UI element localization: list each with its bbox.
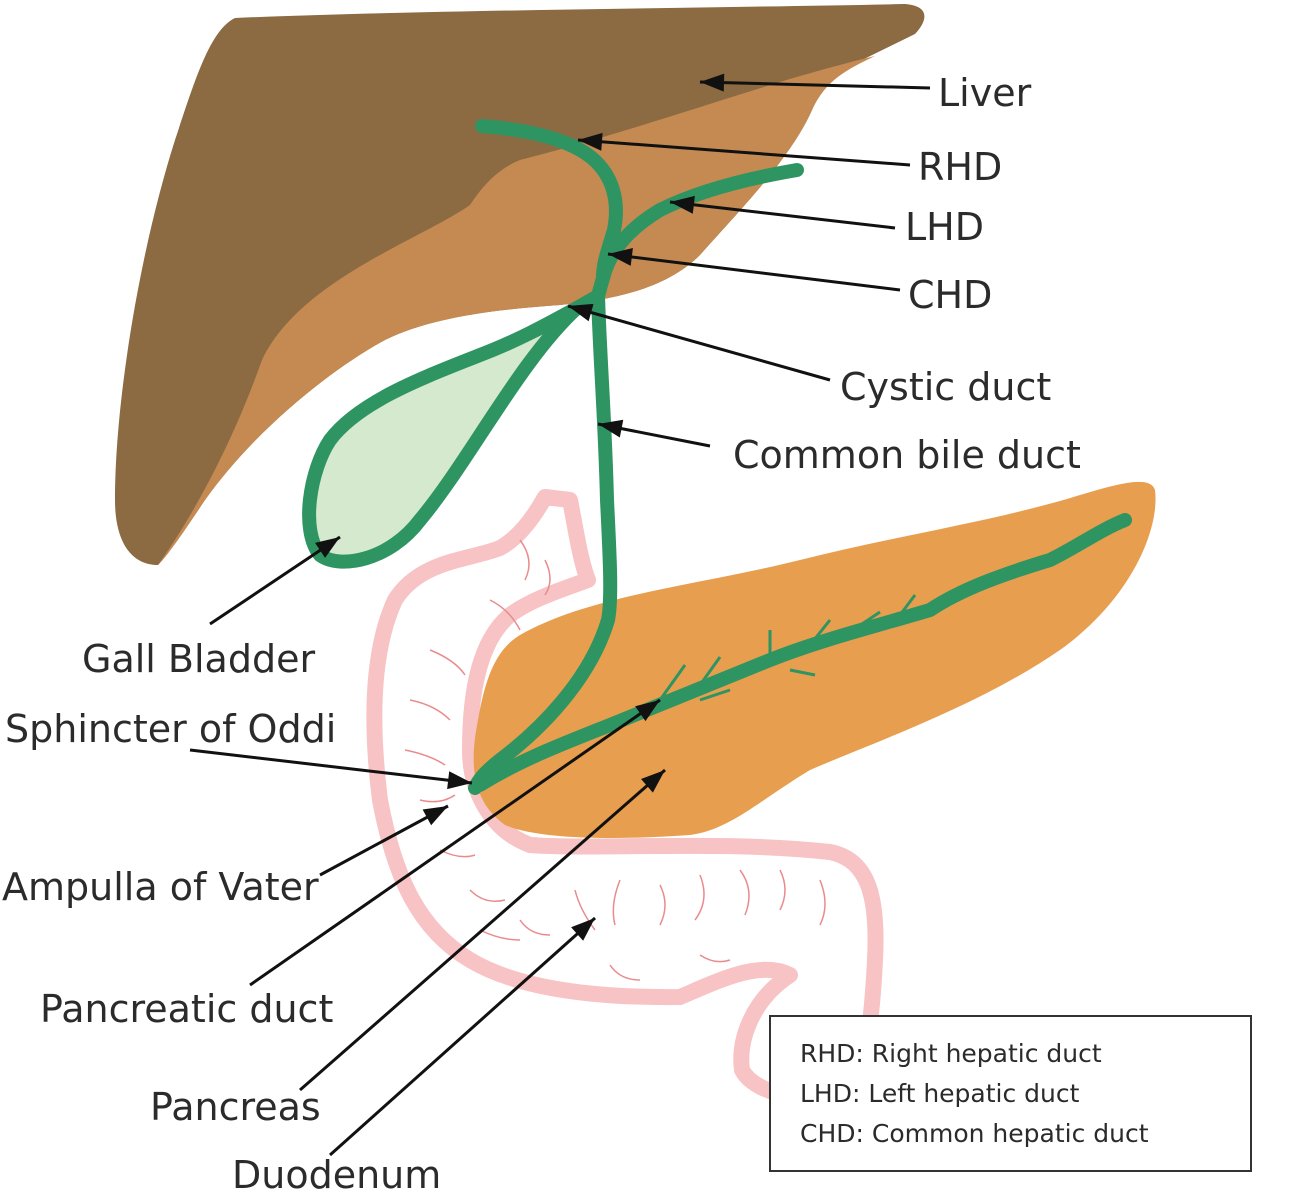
pancreatic-duct-branches <box>658 594 917 702</box>
rhd-label: RHD <box>918 145 1002 189</box>
left-hepatic-duct <box>596 163 804 285</box>
sphincter-of-oddi-label: Sphincter of Oddi <box>5 707 336 751</box>
lhd-label: LHD <box>905 205 984 249</box>
duodenum-folds <box>404 539 826 981</box>
arrow-heads <box>315 73 725 941</box>
bile-ducts <box>468 119 1132 795</box>
legend-item-rhd: RHD: Right hepatic duct <box>800 1039 1102 1068</box>
pancreatic-duct-path <box>473 513 1132 792</box>
labels: Liver RHD LHD CHD Cystic duct Common bil… <box>2 71 1081 1197</box>
legend-item-lhd: LHD: Left hepatic duct <box>800 1079 1080 1108</box>
liver-label: Liver <box>938 71 1032 115</box>
common-bile-duct-label: Common bile duct <box>733 433 1081 477</box>
duodenum-label: Duodenum <box>232 1153 441 1197</box>
legend-frame <box>769 1015 1252 1172</box>
pancreas-label: Pancreas <box>150 1085 321 1129</box>
liver-light-region <box>158 56 875 565</box>
liver <box>115 4 925 565</box>
legend-item-chd: CHD: Common hepatic duct <box>800 1119 1149 1148</box>
pancreas <box>473 481 1156 838</box>
gall-bladder-label: Gall Bladder <box>82 637 315 681</box>
pancreatic-duct-label: Pancreatic duct <box>40 987 333 1031</box>
cystic-duct-label: Cystic duct <box>840 365 1051 409</box>
chd-label: CHD <box>908 273 992 317</box>
common-bile-duct-path <box>468 289 618 795</box>
legend-box: RHD: Right hepatic duct LHD: Left hepati… <box>769 1015 1252 1172</box>
ampulla-of-vater-label: Ampulla of Vater <box>2 865 319 909</box>
gallbladder <box>302 301 584 569</box>
label-arrows <box>189 80 931 1157</box>
